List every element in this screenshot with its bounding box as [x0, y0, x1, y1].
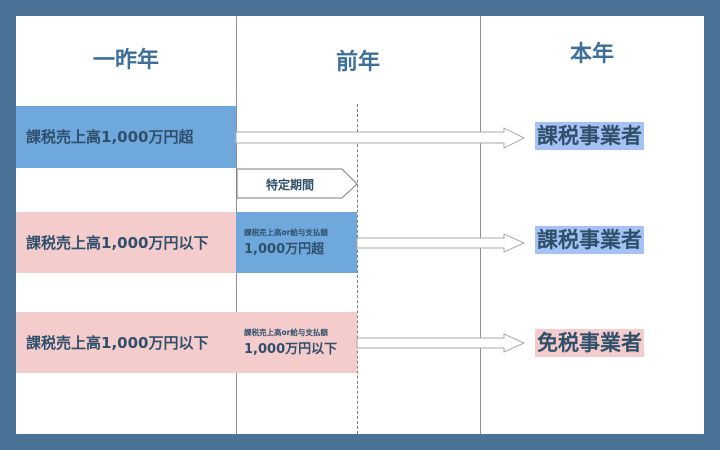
- row3-left-box: 課税売上高1,000万円以下: [16, 312, 236, 373]
- column-header-two-years-ago: 一昨年: [92, 48, 159, 73]
- row3-mid-main-label: 1,000万円以下: [244, 341, 338, 357]
- column-header-last-year: 前年: [335, 50, 380, 75]
- special-period-shape: [236, 168, 358, 199]
- row2-left-label: 課税売上高1,000万円以下: [26, 233, 209, 252]
- row2-result: 課税事業者: [535, 226, 644, 254]
- arrows-layer: 特定期間: [235, 127, 526, 353]
- special-period-boundary: [357, 104, 358, 434]
- row3-mid-box: 課税売上高or給与支払額 1,000万円以下: [236, 312, 357, 373]
- row2-mid-main-label: 1,000万円超: [244, 241, 325, 257]
- row1-result: 課税事業者: [535, 122, 644, 150]
- row1-left-box: 課税売上高1,000万円超: [16, 106, 236, 168]
- row2-mid-small-label: 課税売上高or給与支払額: [244, 227, 328, 237]
- row2-mid-box: 課税売上高or給与支払額 1,000万円超: [236, 212, 357, 273]
- special-period-label: 特定期間: [266, 177, 314, 192]
- diagram-panel: 一昨年 前年 本年 課税売上高1,000万円超 課税売上高1,000万円以下 課…: [16, 16, 704, 434]
- row2-left-box: 課税売上高1,000万円以下: [16, 212, 236, 273]
- row3-arrow: [356, 333, 526, 353]
- row1-left-label: 課税売上高1,000万円超: [26, 128, 194, 146]
- row1-arrow: [235, 127, 526, 149]
- column-header-this-year: 本年: [569, 42, 614, 67]
- row3-mid-small-label: 課税売上高or給与支払額: [244, 327, 328, 337]
- row3-left-label: 課税売上高1,000万円以下: [26, 333, 209, 352]
- divider-2: [480, 16, 481, 434]
- row3-result: 免税事業者: [535, 329, 644, 357]
- row2-arrow: [356, 233, 526, 253]
